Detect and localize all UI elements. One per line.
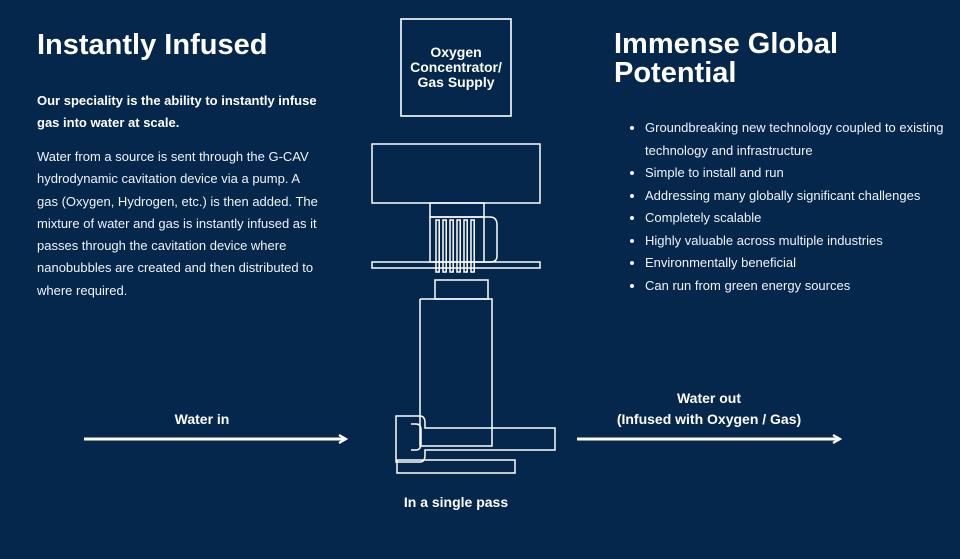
gas-supply-box: Oxygen Concentrator/ Gas Supply — [400, 18, 512, 117]
feature-item: Completely scalable — [645, 207, 945, 230]
feature-item: Addressing many globally significant cha… — [645, 185, 945, 208]
feature-item: Simple to install and run — [645, 162, 945, 185]
device-lower-connector — [434, 279, 489, 300]
device-base — [396, 459, 516, 474]
device-coil-bars — [435, 219, 475, 273]
device-connector — [429, 202, 485, 218]
water-in-label: Water in — [175, 411, 230, 427]
feature-item: Can run from green energy sources — [645, 275, 945, 298]
feature-item: Environmentally beneficial — [645, 252, 945, 275]
device-column — [419, 298, 493, 447]
device-top-housing — [371, 143, 541, 204]
feature-item: Groundbreaking new technology coupled to… — [645, 117, 945, 162]
device-handle — [484, 216, 498, 263]
left-title: Instantly Infused — [37, 29, 268, 61]
single-pass-caption: In a single pass — [404, 494, 508, 510]
gas-supply-label-line-1: Oxygen — [430, 44, 481, 60]
feature-list: Groundbreaking new technology coupled to… — [627, 117, 945, 297]
left-body-text: Water from a source is sent through the … — [37, 149, 318, 298]
device-plate — [371, 261, 541, 269]
water-out-label-line-1: Water out — [677, 390, 741, 406]
left-lead-text: Our speciality is the ability to instant… — [37, 93, 317, 130]
water-out-label-line-2: (Infused with Oxygen / Gas) — [617, 411, 801, 427]
gas-supply-label-line-3: Gas Supply — [417, 74, 494, 90]
device-outlet-pipe — [395, 415, 556, 463]
right-title: Immense Global Potential — [614, 28, 839, 89]
cavitation-device — [371, 143, 556, 474]
feature-item: Highly valuable across multiple industri… — [645, 230, 945, 253]
gas-supply-label-line-2: Concentrator/ — [410, 59, 502, 75]
